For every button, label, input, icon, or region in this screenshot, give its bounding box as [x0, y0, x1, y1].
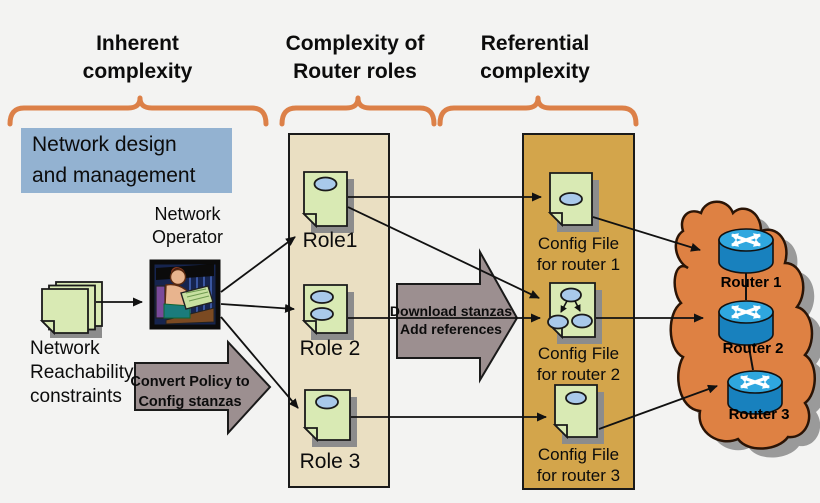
- config3-document-icon: [552, 384, 604, 444]
- role1-document-icon: [301, 171, 354, 233]
- download-stanzas-arrow: [396, 248, 519, 384]
- network-design-label: Network design and management: [32, 133, 196, 187]
- config-file-1-label: Config File for router 1: [536, 234, 621, 274]
- router-roles-heading: Complexity of Router roles: [285, 32, 425, 83]
- router3-label: Router 3: [728, 406, 790, 423]
- config2-document-icon: [547, 282, 602, 344]
- role2-label: Role 2: [299, 337, 361, 360]
- role3-document-icon: [302, 389, 357, 447]
- router-roles-brace: [279, 95, 437, 127]
- network-operator-label: Network Operator: [151, 204, 224, 247]
- config1-document-icon: [547, 172, 599, 232]
- config-file-3-label: Config File for router 3: [536, 445, 621, 485]
- convert-policy-arrow: [134, 339, 272, 436]
- referential-brace: [437, 95, 639, 127]
- router3-icon: [727, 370, 783, 415]
- router2-label: Router 2: [722, 340, 784, 357]
- flow-connectors: [96, 192, 718, 430]
- router1-icon: [718, 228, 774, 274]
- document-stack-icon: [39, 281, 103, 338]
- router2-icon: [718, 300, 774, 346]
- download-stanzas-arrow-label: Download stanzas Add references: [389, 303, 513, 337]
- inherent-complexity-heading: Inherent complexity: [82, 32, 193, 83]
- person-at-computer-icon: [149, 259, 221, 330]
- network-design-box: Network design and management: [21, 128, 232, 193]
- inherent-brace: [7, 95, 269, 127]
- role1-label: Role1: [302, 229, 358, 252]
- role2-document-icon: [301, 284, 354, 340]
- role3-label: Role 3: [299, 450, 361, 473]
- router1-label: Router 1: [720, 274, 782, 291]
- convert-policy-arrow-label: Convert Policy to Config stanzas: [130, 374, 250, 410]
- referential-complexity-heading: Referential complexity: [480, 32, 590, 83]
- config-file-2-label: Config File for router 2: [536, 344, 621, 384]
- reachability-constraints-label: Network Reachability constraints: [30, 338, 134, 407]
